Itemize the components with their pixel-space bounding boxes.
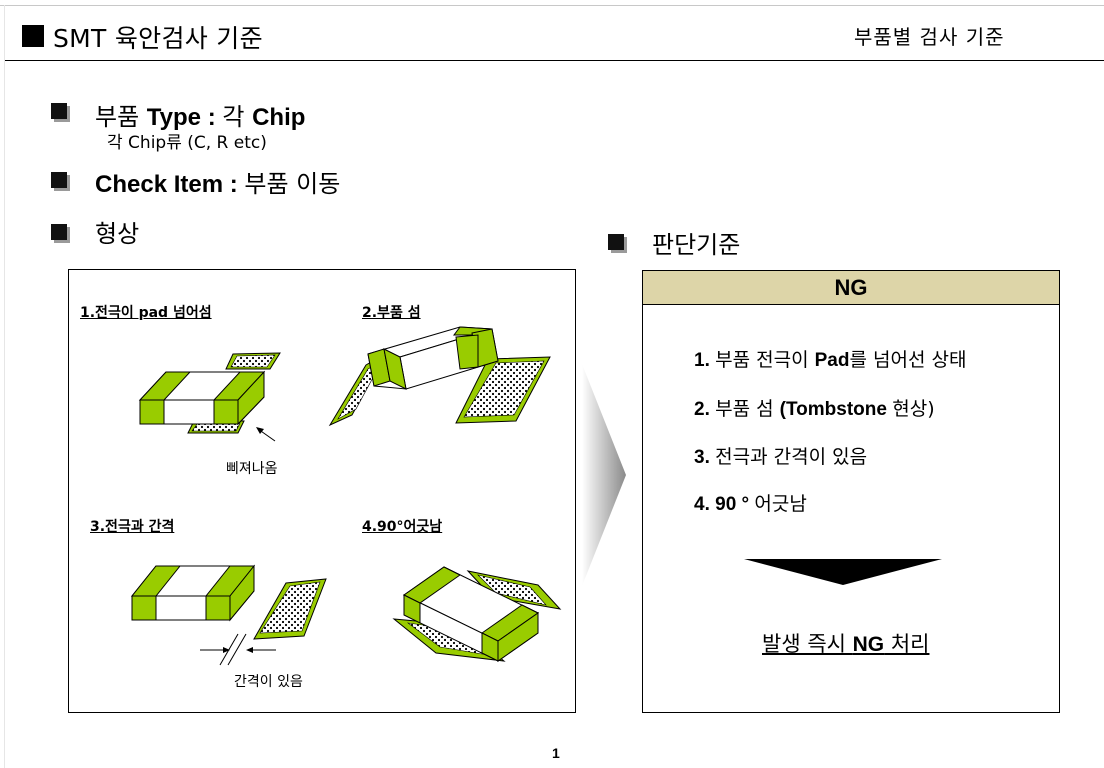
- part-type-line: 부품 Type : 각 Chip: [95, 103, 306, 131]
- part-type-sub: 각 Chip류 (C, R etc): [107, 133, 267, 153]
- criterion-3: 3. 전극과 간격이 있음: [694, 446, 868, 468]
- fig2-tombstone: [328, 326, 551, 427]
- criterion-2: 2. 부품 섬 (Tombstone 현상): [694, 398, 935, 420]
- figure-caption-4: 4.90°어긋남: [362, 519, 443, 535]
- figure-note-protrude: 삐져나옴: [226, 461, 278, 477]
- ng-action: 발생 즉시 NG 처리: [762, 632, 930, 656]
- criterion-4: 4. 90 ° 어긋남: [694, 493, 807, 515]
- fig3-gap: [130, 564, 327, 666]
- shape-label: 형상: [95, 220, 140, 248]
- figure-note-gap: 간격이 있음: [234, 674, 303, 690]
- figure-caption-3: 3.전극과 간격: [90, 519, 175, 535]
- judgement-label: 판단기준: [652, 231, 741, 259]
- figure-caption-2: 2.부품 섬: [362, 305, 421, 321]
- bullet-square-icon: [51, 172, 67, 188]
- header-rule: [5, 60, 1104, 61]
- header-square-icon: [22, 25, 44, 47]
- figure-caption-1: 1.전극이 pad 넘어섬: [80, 305, 212, 321]
- bullet-square-icon: [51, 224, 67, 240]
- header-subtitle: 부품별 검사 기준: [854, 25, 1005, 49]
- down-arrow-icon: [744, 559, 942, 585]
- bullet-square-icon: [608, 234, 624, 250]
- ng-panel: NG: [642, 270, 1060, 713]
- fig4-rotated: [392, 566, 562, 662]
- page-number: 1: [552, 745, 560, 761]
- fig1-chip-over-pad: [138, 352, 281, 442]
- left-border: [4, 5, 5, 768]
- top-border: [0, 5, 1104, 6]
- chip-illustrations: [130, 326, 562, 666]
- page-title: SMT 육안검사 기준: [53, 24, 263, 53]
- ng-panel-header: NG: [643, 271, 1059, 305]
- transition-arrow: [582, 364, 626, 586]
- bullet-square-icon: [51, 103, 67, 119]
- criterion-1: 1. 부품 전극이 Pad를 넘어선 상태: [694, 349, 967, 371]
- check-item-line: Check Item : 부품 이동: [95, 170, 341, 198]
